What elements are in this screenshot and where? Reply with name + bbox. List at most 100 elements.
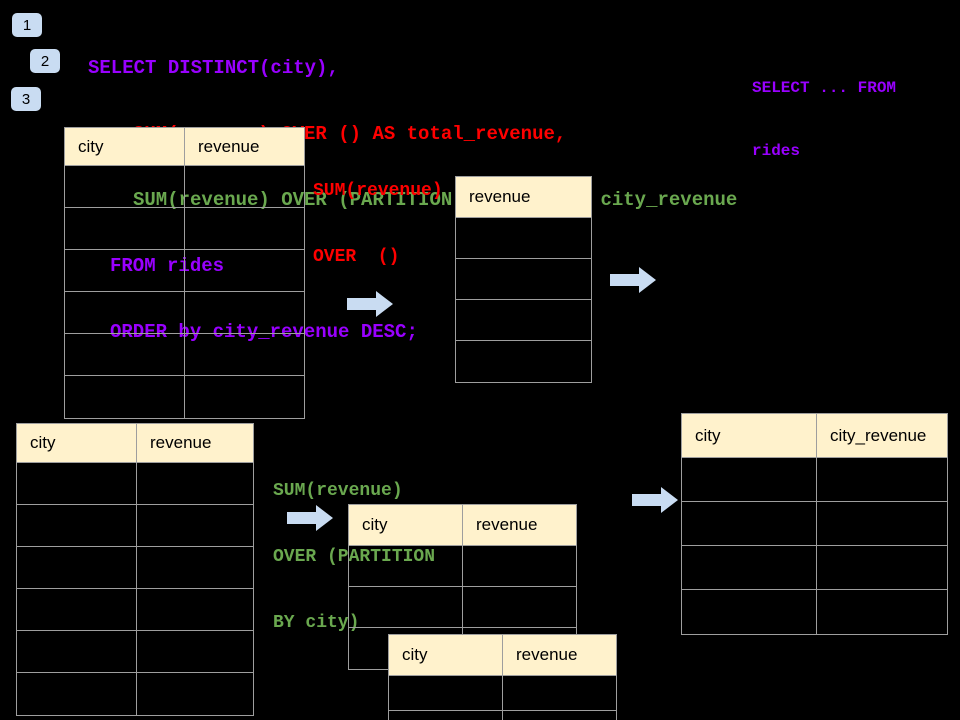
table-row: [456, 218, 591, 259]
sql-line-select: SELECT DISTINCT(city),: [88, 57, 339, 79]
table-cell-empty: [17, 547, 137, 589]
column-header-city: city: [65, 128, 185, 166]
column-header-city: city: [17, 424, 137, 463]
step-badge-1-label: 1: [22, 16, 32, 34]
table-row: [17, 673, 253, 715]
table-row: [17, 547, 253, 589]
table-total-revenue-result: revenue: [455, 176, 592, 383]
table-row: [17, 505, 253, 547]
table-cell-empty: [137, 589, 253, 631]
column-header-revenue: revenue: [503, 635, 616, 676]
table-row: [65, 250, 304, 292]
note-sum-over-partition-line3: BY city): [273, 613, 360, 633]
table-cell-empty: [349, 587, 463, 628]
table-row: [456, 300, 591, 341]
table-cell-empty: [389, 676, 503, 711]
step-badge-3-label: 3: [21, 90, 31, 108]
table-cell-empty: [137, 673, 253, 715]
column-header-revenue: revenue: [185, 128, 304, 166]
table-row: [349, 587, 576, 628]
arrow-right-icon: [347, 291, 393, 317]
table-body: [456, 218, 591, 382]
table-cell-empty: [137, 505, 253, 547]
arrow-right-icon: [610, 267, 656, 293]
table-rides-source-2: city revenue: [16, 423, 254, 716]
table-row: [65, 376, 304, 418]
table-cell-empty: [65, 334, 185, 376]
table-cell-empty: [17, 673, 137, 715]
note-select-from-rides-line2: rides: [752, 142, 801, 160]
table-row: [682, 546, 947, 590]
table-row: [17, 589, 253, 631]
table-body: [682, 458, 947, 634]
table-row: [682, 590, 947, 634]
column-header-city-revenue: city_revenue: [817, 414, 947, 458]
table-body: [389, 676, 616, 720]
table-cell-empty: [682, 458, 817, 502]
table-row: [65, 292, 304, 334]
table-cell-empty: [65, 376, 185, 418]
table-row: [17, 463, 253, 505]
table-cell-empty: [65, 208, 185, 250]
table-cell-empty: [65, 250, 185, 292]
table-cell-empty: [817, 546, 947, 590]
column-header-city: city: [349, 505, 463, 546]
table-cell-empty: [137, 463, 253, 505]
table-cell-empty: [456, 300, 591, 341]
arrow-right-icon: [632, 487, 678, 513]
table-cell-empty: [65, 166, 185, 208]
table-body: [65, 166, 304, 418]
note-sum-over-total-line1: SUM(revenue): [313, 181, 443, 201]
note-sum-over-partition-line2: OVER (PARTITION: [273, 547, 436, 567]
table-cell-empty: [463, 546, 576, 587]
column-header-revenue: revenue: [137, 424, 253, 463]
table-row: [389, 676, 616, 711]
table-cell-empty: [682, 502, 817, 546]
table-cell-empty: [185, 250, 304, 292]
table-row: [456, 341, 591, 382]
table-row: [682, 458, 947, 502]
sql-line-from: FROM rides: [110, 255, 225, 277]
note-sum-over-total-line2: OVER (): [313, 247, 400, 267]
table-cell-empty: [185, 166, 304, 208]
table-cell-empty: [503, 676, 616, 711]
arrow-right-icon: [287, 505, 333, 531]
note-select-from-rides-line1: SELECT ... FROM: [752, 79, 897, 97]
step-badge-2: 2: [30, 49, 60, 73]
table-cell-empty: [17, 463, 137, 505]
table-cell-empty: [463, 587, 576, 628]
table-row: [682, 502, 947, 546]
column-header-revenue: revenue: [456, 177, 591, 218]
table-cell-empty: [817, 458, 947, 502]
table-cell-empty: [137, 547, 253, 589]
table-row: [65, 166, 304, 208]
table-row: [389, 711, 616, 720]
step-badge-3: 3: [11, 87, 41, 111]
table-rides-source: city revenue: [64, 127, 305, 419]
table-cell-empty: [17, 505, 137, 547]
column-header-city: city: [389, 635, 503, 676]
column-header-revenue: revenue: [463, 505, 576, 546]
table-cell-empty: [682, 590, 817, 634]
step-badge-1: 1: [12, 13, 42, 37]
note-sum-over-total: SUM(revenue) OVER (): [313, 136, 443, 312]
note-select-from-rides: SELECT ... FROM rides: [752, 36, 896, 204]
table-cell-empty: [349, 546, 463, 587]
table-row: [65, 208, 304, 250]
table-cell-empty: [456, 259, 591, 300]
table-cell-empty: [185, 292, 304, 334]
step-badge-2-label: 2: [40, 52, 50, 70]
table-cell-empty: [682, 546, 817, 590]
table-cell-empty: [503, 711, 616, 720]
table-cell-empty: [817, 590, 947, 634]
table-city-revenue-result: city city_revenue: [681, 413, 948, 635]
column-header-city: city: [682, 414, 817, 458]
table-cell-empty: [389, 711, 503, 720]
table-cell-empty: [456, 218, 591, 259]
table-cell-empty: [17, 631, 137, 673]
note-sum-over-partition: SUM(revenue) OVER (PARTITION BY city): [273, 436, 435, 678]
table-cell-empty: [817, 502, 947, 546]
table-cell-empty: [185, 334, 304, 376]
table-partition-step-overlay: city revenue: [388, 634, 617, 720]
